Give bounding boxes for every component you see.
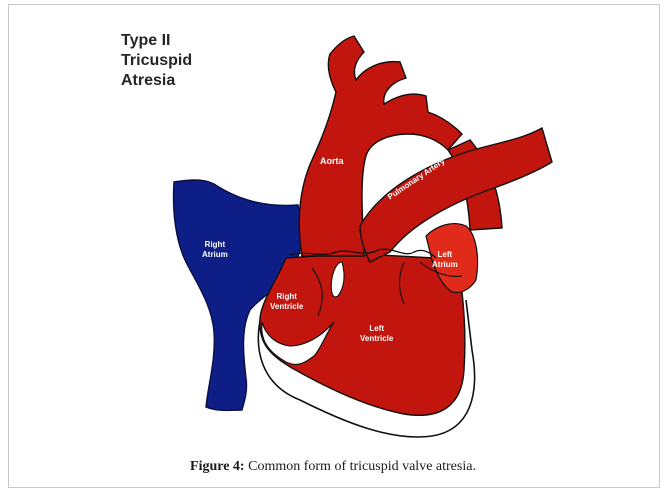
title-line-2: Tricuspid: [121, 51, 192, 71]
figure-caption: Figure 4: Common form of tricuspid valve…: [0, 459, 666, 475]
label-aorta: Aorta: [320, 156, 344, 166]
label-right-atrium: Right Atrium: [202, 240, 228, 260]
label-right-ventricle: Right Ventricle: [270, 292, 303, 312]
title-line-3: Atresia: [121, 71, 192, 91]
title-line-1: Type II: [121, 31, 192, 51]
caption-text: Common form of tricuspid valve atresia.: [245, 459, 476, 474]
diagram-title: Type II Tricuspid Atresia: [121, 31, 192, 91]
label-left-ventricle: Left Ventricle: [360, 324, 393, 344]
caption-prefix: Figure 4:: [190, 459, 245, 474]
label-left-atrium: Left Atrium: [432, 250, 458, 270]
